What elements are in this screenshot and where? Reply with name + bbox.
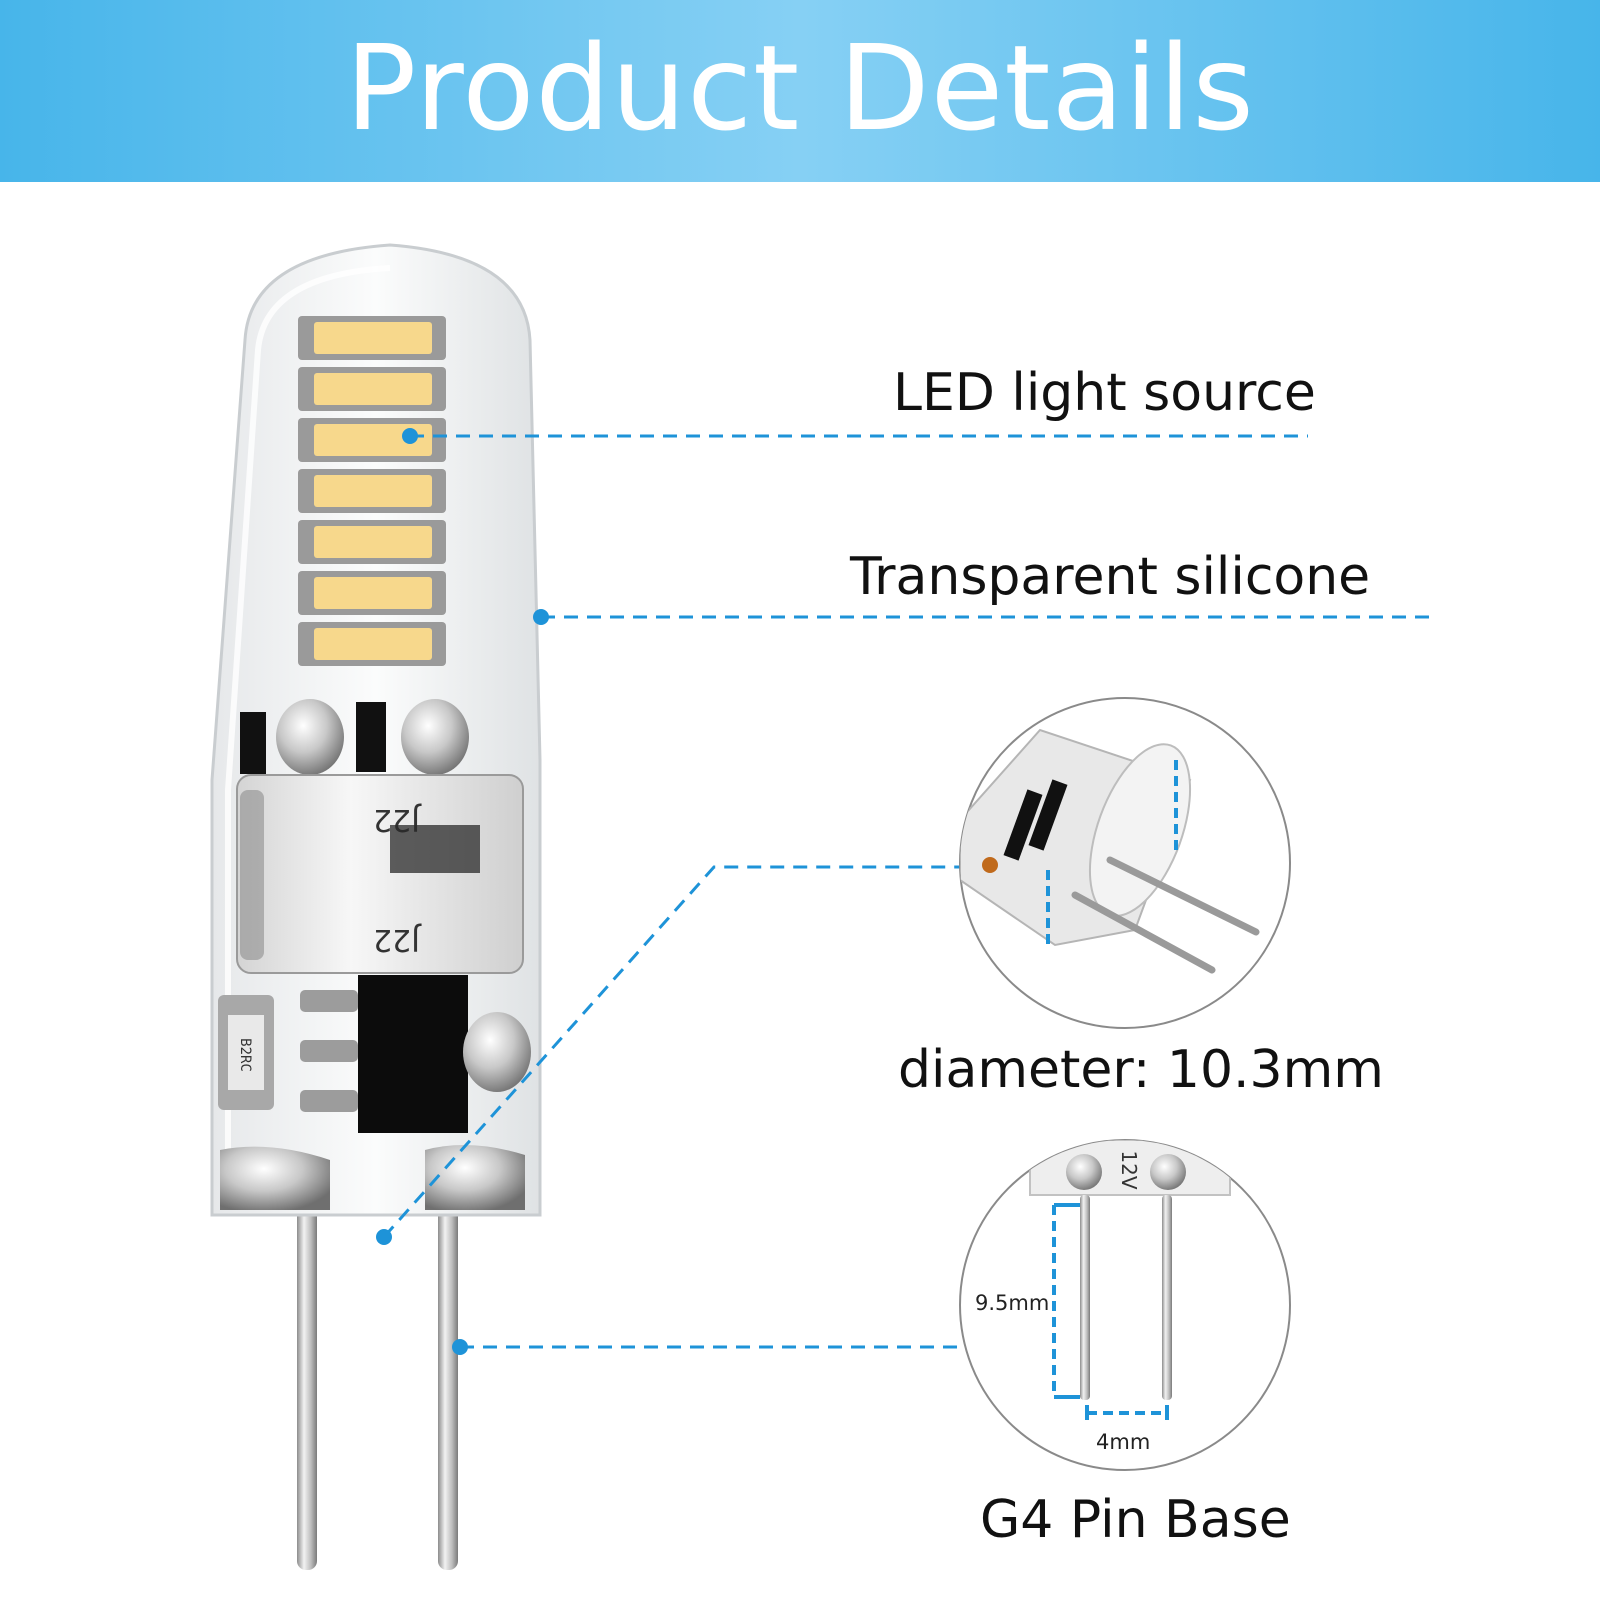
pin-spacing-dimension: 4mm: [1096, 1430, 1151, 1454]
diameter-dot: [376, 1229, 392, 1245]
silicone-dot: [533, 609, 549, 625]
led-chip: [298, 520, 446, 564]
g4-bulb: J22 J22 B2RC: [210, 243, 542, 1570]
led-chip: [298, 316, 446, 360]
led-chip: [298, 367, 446, 411]
solder-base: [220, 1146, 330, 1210]
capacitor: J22 J22: [236, 774, 524, 974]
callout-lines: [382, 434, 1432, 1349]
led-dot: [402, 428, 418, 444]
solder-joint: [276, 699, 344, 775]
bulb-pins: [297, 1205, 458, 1570]
led-chips: [298, 316, 446, 666]
pin-base-label: G4 Pin Base: [980, 1490, 1291, 1550]
ic-chip: [358, 975, 468, 1133]
led-light-source-label: LED light source: [893, 363, 1316, 423]
diameter-detail: [959, 697, 1291, 1029]
solder-base: [425, 1145, 525, 1210]
led-chip: [298, 418, 446, 462]
black-component: [240, 712, 266, 774]
base-marking: 12V: [1117, 1150, 1141, 1189]
diameter-label: diameter: 10.3mm: [898, 1040, 1384, 1100]
callout-dots: [376, 428, 549, 1355]
page-title: Product Details: [345, 19, 1255, 157]
solder-joint: [463, 1012, 531, 1092]
solder-joint: [401, 699, 469, 775]
pin-length-dimension: 9.5mm: [975, 1291, 1050, 1315]
led-chip: [298, 469, 446, 513]
led-chip: [298, 622, 446, 666]
led-chip: [298, 571, 446, 615]
black-component: [356, 702, 386, 772]
resistor-marking: B2RC: [237, 1038, 253, 1072]
diameter-leader-line: [382, 865, 962, 1238]
capacitor-marking: J22: [373, 922, 422, 957]
pin-base-detail: 12V: [959, 1139, 1291, 1471]
pinbase-dot: [452, 1339, 468, 1355]
transparent-silicone-label: Transparent silicone: [850, 547, 1371, 607]
resistor: B2RC: [218, 995, 274, 1110]
header-banner: Product Details: [0, 0, 1600, 182]
